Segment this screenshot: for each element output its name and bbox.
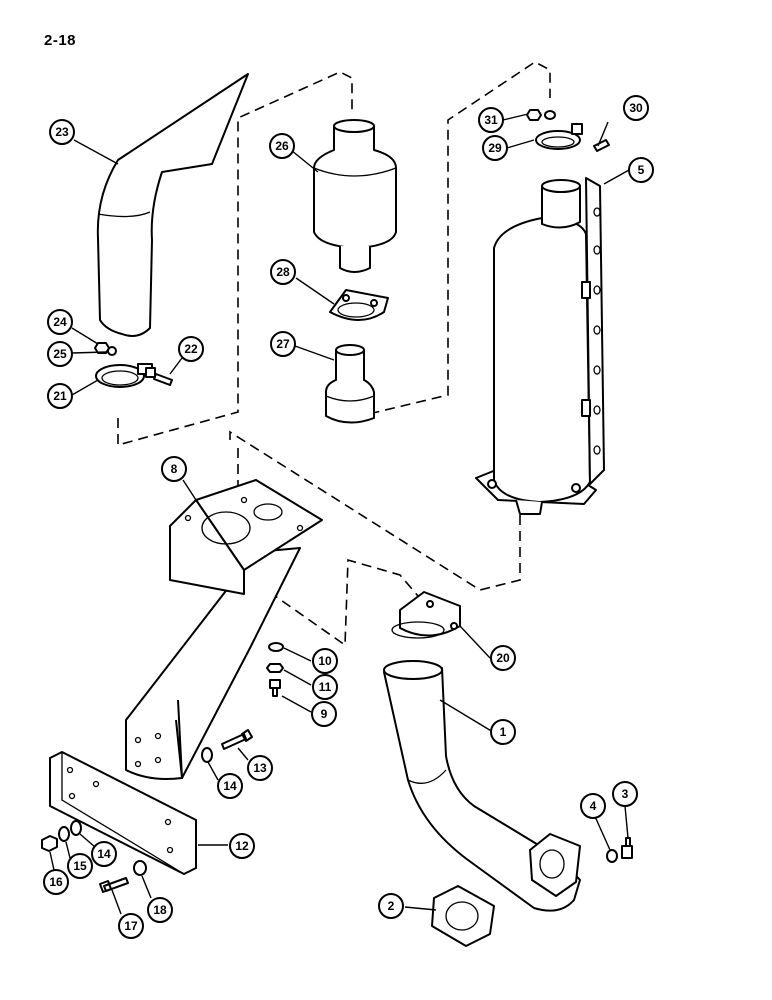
part-5-muffler-with-bracket xyxy=(475,177,605,515)
callout-22: 21 xyxy=(47,383,73,409)
part-2-gasket xyxy=(431,885,495,947)
hardware-fasteners xyxy=(41,642,284,893)
part-1-exhaust-elbow xyxy=(383,660,581,912)
svg-text:2: 2 xyxy=(388,899,395,913)
svg-text:9: 9 xyxy=(321,707,328,721)
svg-text:14: 14 xyxy=(223,779,237,793)
svg-text:28: 28 xyxy=(276,265,290,279)
svg-text:13: 13 xyxy=(253,761,267,775)
callout-13: 13 xyxy=(247,755,273,781)
part-26-muffler xyxy=(313,119,397,273)
part-8-mounting-bracket xyxy=(125,479,323,780)
leader-lines xyxy=(49,113,630,915)
callout-10: 10 xyxy=(312,648,338,674)
part-14-washer-a xyxy=(201,747,213,763)
svg-text:14: 14 xyxy=(97,847,111,861)
callout-2: 2 xyxy=(378,893,404,919)
part-13-bolt xyxy=(221,729,253,750)
svg-text:15: 15 xyxy=(73,859,87,873)
callout-25: 24 xyxy=(47,309,73,335)
callout-27: 27 xyxy=(270,331,296,357)
callout-8: 8 xyxy=(161,456,187,482)
svg-text:20: 20 xyxy=(496,651,510,665)
svg-text:12: 12 xyxy=(235,839,249,853)
svg-text:4: 4 xyxy=(590,799,597,813)
callout-28: 28 xyxy=(270,259,296,285)
part-27-adapter-pipe xyxy=(325,344,375,424)
callout-29: 29 xyxy=(482,135,508,161)
callout-12: 12 xyxy=(229,833,255,859)
callout-15: 15 xyxy=(67,853,93,879)
callout-9: 9 xyxy=(311,701,337,727)
svg-text:22: 22 xyxy=(184,342,198,356)
svg-text:25: 25 xyxy=(53,347,67,361)
svg-text:29: 29 xyxy=(488,141,502,155)
part-28-muffler-clamp xyxy=(329,289,389,321)
callout-23: 22 xyxy=(178,336,204,362)
svg-text:30: 30 xyxy=(629,101,643,115)
part-17-bolt xyxy=(99,877,129,893)
svg-text:31: 31 xyxy=(484,113,498,127)
part-11-lockwasher xyxy=(266,663,284,673)
part-29-clamp-assembly xyxy=(526,109,610,152)
svg-text:23: 23 xyxy=(55,125,69,139)
part-10-washer xyxy=(268,642,284,652)
callout-14-left: 14 xyxy=(91,841,117,867)
callout-20: 20 xyxy=(490,645,516,671)
svg-text:27: 27 xyxy=(276,337,290,351)
svg-text:18: 18 xyxy=(153,903,167,917)
svg-text:26: 26 xyxy=(275,139,289,153)
part-18-washer xyxy=(133,860,147,876)
svg-text:24: 24 xyxy=(53,315,67,329)
svg-text:1: 1 xyxy=(500,725,507,739)
svg-text:21: 21 xyxy=(53,389,67,403)
parts-3-4-bolt-washer xyxy=(606,837,633,863)
callout-16: 16 xyxy=(43,869,69,895)
part-14-washer-b xyxy=(70,820,82,836)
part-22-clamp-assembly xyxy=(94,342,173,388)
part-21-stack-pipe xyxy=(96,73,249,337)
callout-26: 26 xyxy=(269,133,295,159)
part-12-mounting-plate xyxy=(49,751,197,875)
callout-1: 1 xyxy=(490,719,516,745)
bracket-holes xyxy=(593,207,601,455)
svg-text:17: 17 xyxy=(124,919,138,933)
callout-18: 18 xyxy=(147,897,173,923)
svg-text:3: 3 xyxy=(622,787,629,801)
callout-21: 23 xyxy=(49,119,75,145)
svg-text:5: 5 xyxy=(638,163,645,177)
svg-text:16: 16 xyxy=(49,875,63,889)
callout-4: 4 xyxy=(580,793,606,819)
part-16-nut xyxy=(41,835,58,852)
callout-14-right: 14 xyxy=(217,773,243,799)
callout-11: 11 xyxy=(312,674,338,700)
callout-24: 25 xyxy=(47,341,73,367)
svg-text:8: 8 xyxy=(171,462,178,476)
callout-17: 17 xyxy=(118,913,144,939)
svg-text:11: 11 xyxy=(319,680,332,694)
page-number: 2-18 xyxy=(44,32,77,49)
callout-5: 5 xyxy=(628,157,654,183)
part-9-bolt xyxy=(269,679,281,697)
callout-31: 31 xyxy=(478,107,504,133)
callout-30: 30 xyxy=(623,95,649,121)
svg-text:10: 10 xyxy=(318,654,332,668)
part-20-pipe-clamp xyxy=(391,591,461,639)
part-15-lockwasher xyxy=(58,826,70,842)
callout-3: 3 xyxy=(612,781,638,807)
